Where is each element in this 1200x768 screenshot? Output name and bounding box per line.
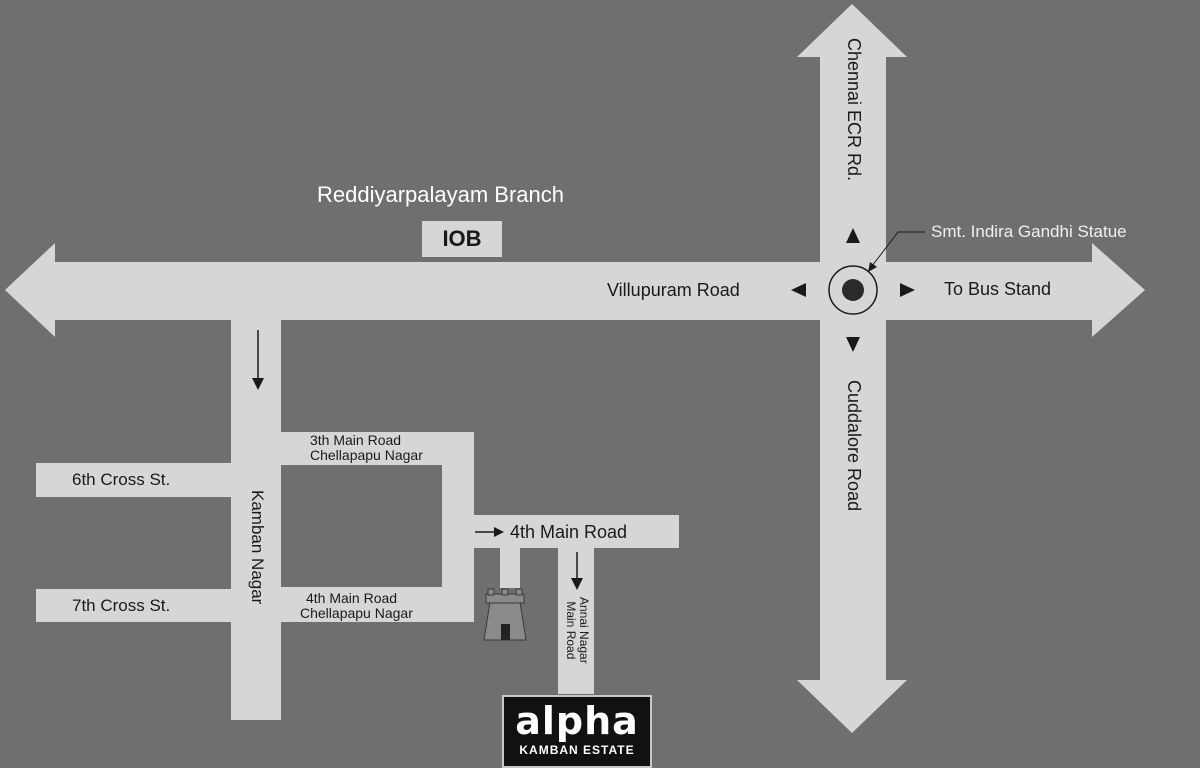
fourth-main-chellapapu-line1: 4th Main Road bbox=[306, 590, 398, 606]
cuddalore-road-label: Cuddalore Road bbox=[844, 380, 864, 512]
arrow-down-icon bbox=[252, 330, 264, 390]
alpha-logo: alpha KAMBAN ESTATE bbox=[502, 695, 652, 768]
annai-nagar-road bbox=[558, 548, 594, 694]
sixth-cross-label: 6th Cross St. bbox=[72, 470, 171, 489]
connector-road bbox=[442, 432, 474, 622]
fourth-main-label: 4th Main Road bbox=[510, 522, 628, 542]
triangle-down-icon bbox=[846, 337, 860, 352]
fourth-main-road bbox=[474, 515, 679, 548]
third-main-road bbox=[281, 432, 474, 465]
bus-stand-label: To Bus Stand bbox=[944, 279, 1052, 299]
bank-name: IOB bbox=[442, 226, 482, 251]
bank-label-box: IOB bbox=[422, 221, 502, 257]
logo-word: alpha bbox=[515, 699, 639, 743]
triangle-left-icon bbox=[791, 283, 806, 297]
triangle-up-icon bbox=[846, 228, 860, 243]
arrow-right-icon bbox=[475, 527, 504, 537]
fourth-main-chellapapu-road bbox=[281, 587, 474, 622]
branch-name: Reddiyarpalayam Branch bbox=[317, 182, 565, 207]
kamban-nagar-label: Kamban Nagar bbox=[248, 490, 267, 605]
statue-label: Smt. Indira Gandhi Statue bbox=[931, 222, 1127, 241]
seventh-cross-label: 7th Cross St. bbox=[72, 596, 171, 615]
tower-icon bbox=[483, 588, 527, 641]
annai-nagar-line1: Annai Nagar bbox=[577, 597, 591, 664]
fourth-main-chellapapu-label: 4th Main Road Chellapapu Nagar bbox=[300, 591, 413, 621]
ecr-cuddalore-road bbox=[797, 4, 907, 733]
fourth-main-chellapapu-line2: Chellapapu Nagar bbox=[300, 605, 413, 621]
annai-nagar-line2: Main Road bbox=[564, 601, 578, 660]
roundabout-statue-icon bbox=[828, 265, 878, 315]
third-main-line2: Chellapapu Nagar bbox=[310, 447, 423, 463]
villupuram-road-label: Villupuram Road bbox=[607, 280, 740, 300]
annai-nagar-label: Annai Nagar Main Road bbox=[564, 597, 591, 664]
kamban-nagar-road bbox=[231, 320, 281, 720]
tower-stub-road bbox=[500, 548, 520, 588]
third-main-label: 3th Main Road Chellapapu Nagar bbox=[310, 433, 423, 463]
seventh-cross-road bbox=[36, 589, 231, 622]
sixth-cross-road bbox=[36, 463, 231, 497]
logo-subtitle: KAMBAN ESTATE bbox=[519, 743, 635, 757]
triangle-right-icon bbox=[900, 283, 915, 297]
arrow-down-icon bbox=[571, 552, 583, 590]
chennai-ecr-label: Chennai ECR Rd. bbox=[844, 38, 864, 182]
statue-pointer-icon bbox=[868, 231, 925, 272]
third-main-line1: 3th Main Road bbox=[310, 432, 402, 448]
